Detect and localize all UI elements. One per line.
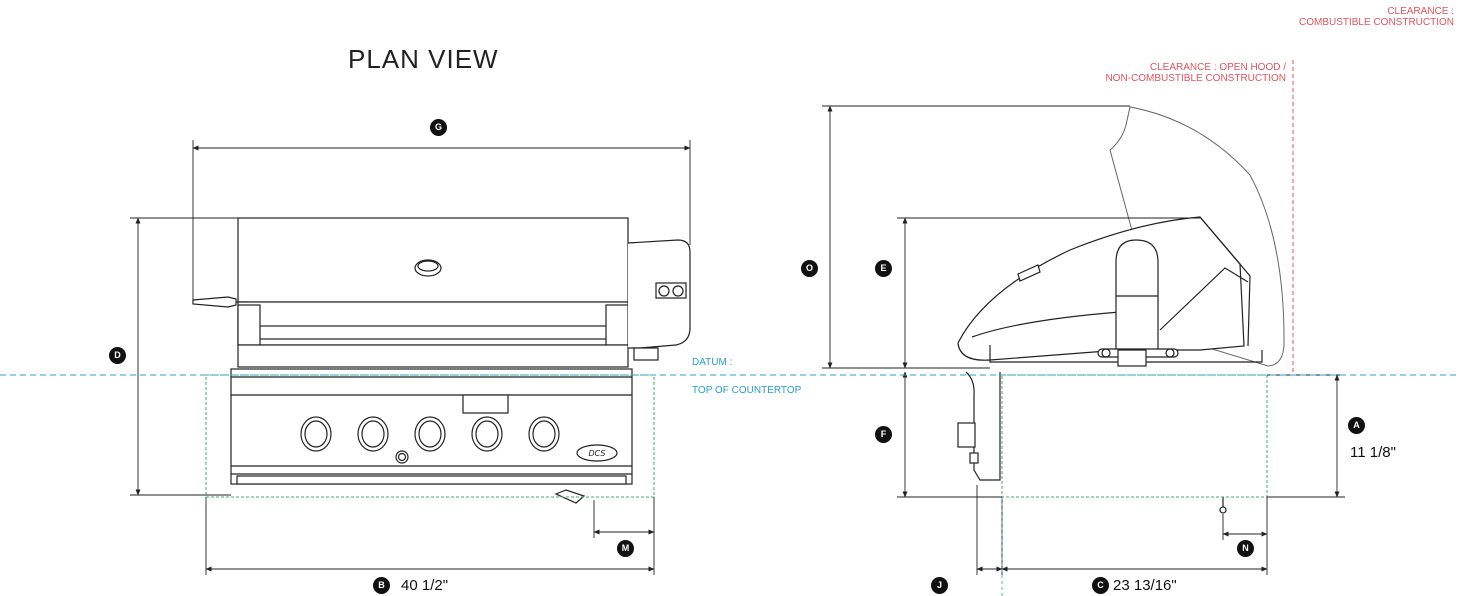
datum-label-line-1: DATUM :	[692, 357, 733, 368]
view-title: PLAN VIEW	[348, 44, 499, 74]
marker-g: G	[430, 119, 447, 136]
front-dimensions	[130, 140, 691, 575]
control-knobs	[300, 416, 560, 464]
clearance-combustible-label: CLEARANCE : COMBUSTIBLE CONSTRUCTION	[1299, 6, 1454, 28]
clearance-open-hood-line-2: NON-COMBUSTIBLE CONSTRUCTION	[1105, 73, 1286, 84]
side-view-grill	[957, 106, 1285, 514]
marker-m: M	[617, 540, 634, 557]
side-cutout-outline	[1001, 374, 1268, 498]
dimension-a-value: 11 1/8"	[1350, 444, 1396, 461]
brand-logo-text: DCS	[589, 449, 606, 458]
clearance-open-hood-label: CLEARANCE : OPEN HOOD / NON-COMBUSTIBLE …	[1105, 62, 1286, 84]
clearance-combustible-line-2: COMBUSTIBLE CONSTRUCTION	[1298, 17, 1454, 28]
marker-a: A	[1348, 417, 1365, 434]
clearance-combustible-line-1: CLEARANCE :	[1387, 6, 1454, 17]
marker-d: D	[109, 347, 126, 364]
marker-o: O	[801, 260, 818, 277]
marker-n: N	[1237, 540, 1254, 557]
dimension-b-value: 40 1/2"	[401, 577, 449, 594]
side-dimensions	[822, 105, 1345, 575]
dimension-c-value: 23 13/16"	[1113, 577, 1177, 594]
brand-logo-badge	[576, 444, 618, 462]
marker-e: E	[875, 260, 892, 277]
front-view-grill	[192, 217, 691, 504]
datum-label-line-2: TOP OF COUNTERTOP	[692, 385, 802, 396]
marker-j: J	[931, 577, 948, 594]
marker-b: B	[373, 577, 390, 594]
marker-c: C	[1092, 577, 1109, 594]
marker-f: F	[875, 426, 892, 443]
clearance-open-hood-line-1: CLEARANCE : OPEN HOOD /	[1149, 62, 1286, 73]
